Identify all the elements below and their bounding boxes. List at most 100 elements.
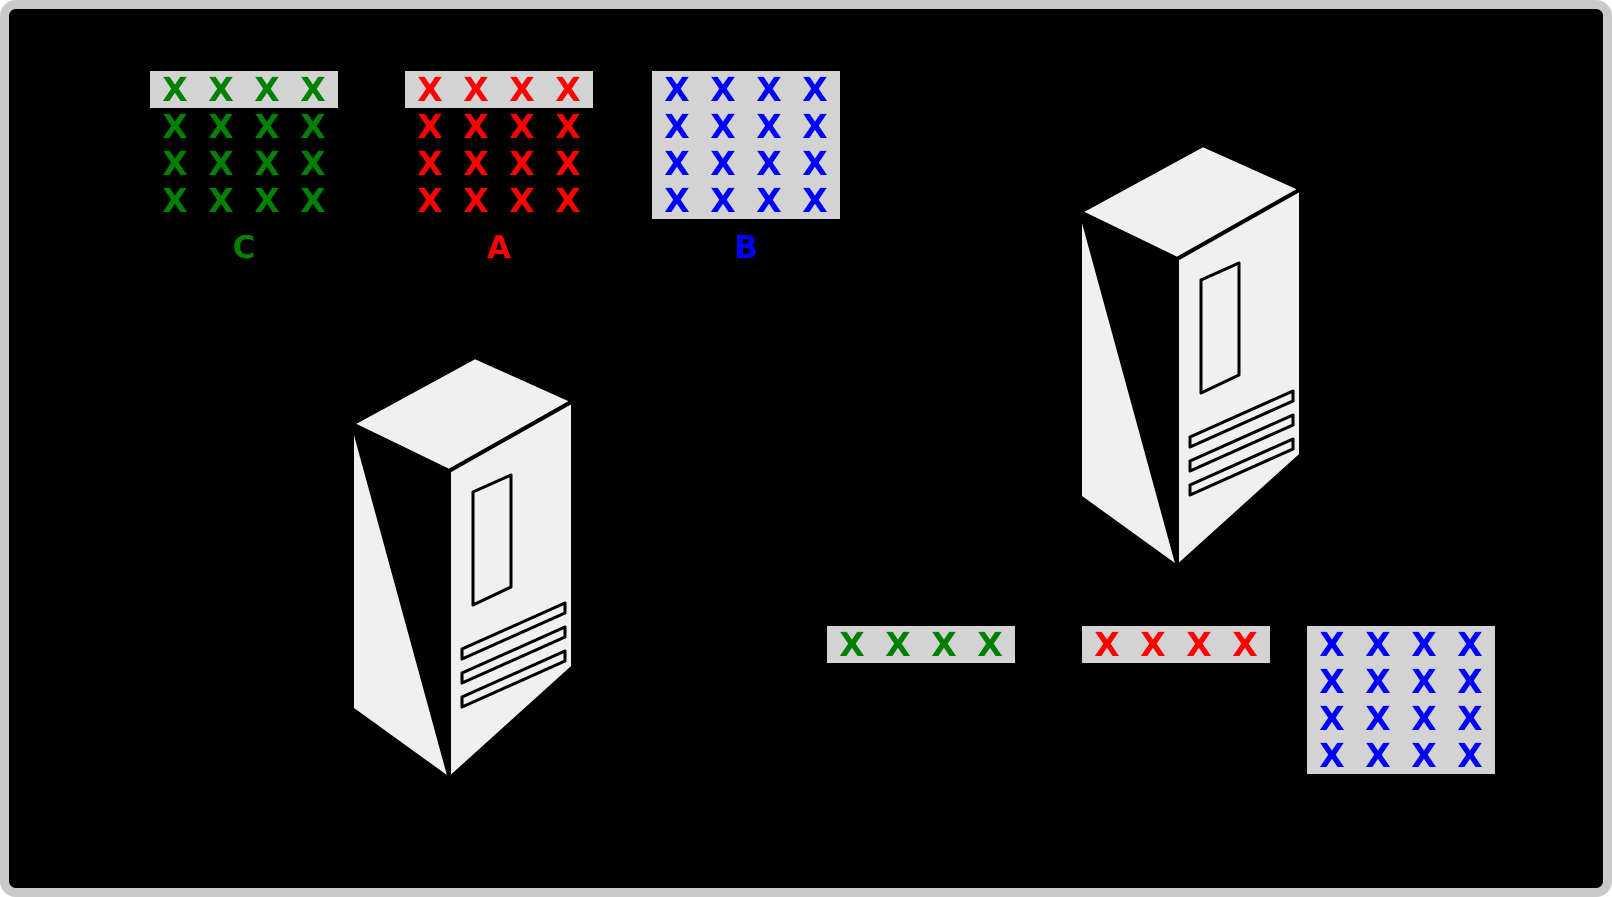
x-mark: X	[555, 70, 581, 109]
x-mark: X	[664, 70, 690, 109]
x-mark: X	[300, 107, 326, 146]
x-mark: X	[162, 107, 188, 146]
x-mark: X	[417, 144, 443, 183]
x-mark: X	[1140, 625, 1166, 664]
x-mark: X	[1094, 625, 1120, 664]
x-mark: X	[300, 144, 326, 183]
x-mark: X	[300, 70, 326, 109]
x-mark: X	[1365, 625, 1391, 664]
x-mark: X	[1457, 662, 1483, 701]
x-mark: X	[463, 70, 489, 109]
computer-tower-icon	[347, 349, 577, 784]
x-mark: X	[463, 181, 489, 220]
x-mark: X	[802, 144, 828, 183]
x-mark: X	[162, 144, 188, 183]
x-mark: X	[710, 181, 736, 220]
x-mark: X	[977, 625, 1003, 664]
x-mark: X	[1319, 699, 1345, 738]
x-mark: X	[254, 107, 280, 146]
x-mark: X	[300, 181, 326, 220]
x-mark: X	[208, 107, 234, 146]
x-mark: X	[254, 181, 280, 220]
x-mark: X	[417, 107, 443, 146]
grid-label-b: B	[734, 230, 758, 266]
x-mark: X	[509, 144, 535, 183]
x-mark: X	[1457, 625, 1483, 664]
x-mark: X	[802, 70, 828, 109]
x-mark: X	[710, 144, 736, 183]
x-mark: X	[664, 181, 690, 220]
x-mark: X	[1457, 699, 1483, 738]
x-mark: X	[254, 144, 280, 183]
x-mark: X	[1186, 625, 1212, 664]
x-mark: X	[1457, 736, 1483, 775]
x-mark: X	[555, 181, 581, 220]
x-mark: X	[802, 181, 828, 220]
x-mark: X	[254, 70, 280, 109]
x-mark: X	[1319, 662, 1345, 701]
x-mark: X	[417, 181, 443, 220]
x-mark: X	[1232, 625, 1258, 664]
grid-label-a: A	[487, 230, 511, 266]
x-mark: X	[664, 144, 690, 183]
x-mark: X	[1365, 699, 1391, 738]
x-mark: X	[710, 107, 736, 146]
x-mark: X	[756, 107, 782, 146]
x-mark: X	[162, 181, 188, 220]
computer-tower-icon	[1075, 137, 1305, 572]
x-mark: X	[509, 107, 535, 146]
x-mark: X	[463, 144, 489, 183]
x-mark: X	[1365, 662, 1391, 701]
x-mark: X	[208, 70, 234, 109]
x-mark: X	[555, 144, 581, 183]
grid-label-c: C	[232, 230, 256, 266]
x-mark: X	[1411, 662, 1437, 701]
x-mark: X	[1411, 736, 1437, 775]
x-mark: X	[509, 181, 535, 220]
x-mark: X	[555, 107, 581, 146]
x-mark: X	[839, 625, 865, 664]
x-mark: X	[756, 181, 782, 220]
x-mark: X	[417, 70, 443, 109]
x-mark: X	[1319, 736, 1345, 775]
x-mark: X	[1319, 625, 1345, 664]
x-mark: X	[931, 625, 957, 664]
x-mark: X	[756, 144, 782, 183]
x-mark: X	[664, 107, 690, 146]
x-mark: X	[1365, 736, 1391, 775]
x-mark: X	[885, 625, 911, 664]
x-mark: X	[463, 107, 489, 146]
x-mark: X	[208, 181, 234, 220]
x-mark: X	[509, 70, 535, 109]
